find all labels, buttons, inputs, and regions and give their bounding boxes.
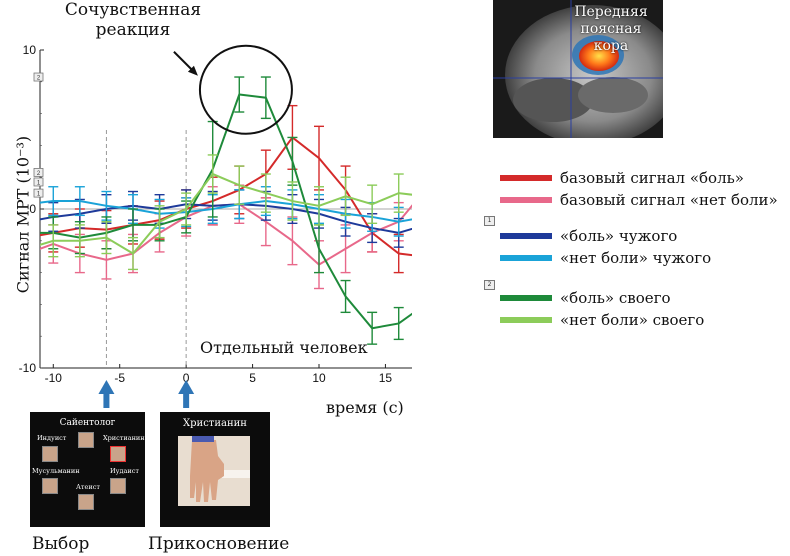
event-arrow-shaft	[183, 392, 190, 408]
series-group	[40, 76, 412, 345]
legend-item: «нет боли» своего	[496, 310, 786, 330]
hand-tile	[42, 478, 58, 494]
x-tick-label: 10	[312, 371, 326, 385]
hand-graphic	[178, 436, 250, 506]
legend-label: «нет боли» своего	[560, 311, 705, 329]
legend-swatch	[500, 197, 552, 203]
axis-marker-label: 1	[37, 192, 41, 198]
chart-title: Сочувственная реакция	[64, 0, 202, 40]
tile-label: Атеист	[76, 483, 100, 491]
x-axis-label: время (с)	[326, 398, 404, 417]
y-tick-label: 10	[23, 43, 37, 57]
brain-scan-image: Передняя поясная кора	[493, 0, 663, 138]
series-line	[40, 172, 412, 255]
series-group	[40, 154, 412, 271]
brain-region-label: Передняя поясная кора	[574, 4, 648, 54]
touch-caption: Прикосновение	[148, 534, 290, 554]
legend-swatch	[500, 233, 552, 239]
series-line	[40, 93, 412, 330]
axis-marker-box	[33, 177, 44, 187]
hand-photo	[178, 436, 250, 506]
x-tick-label: 15	[379, 371, 393, 385]
event-arrow-head	[178, 380, 195, 394]
legend-item: «боль» своего	[496, 288, 786, 308]
legend-item: «нет боли» чужого	[496, 248, 786, 268]
series-line	[40, 136, 412, 257]
legend-item: «боль» чужого	[496, 226, 786, 246]
selection-screen: Сайентолог Индуист Христианин Мусульмани…	[30, 412, 145, 527]
axis-marker-box	[33, 168, 44, 177]
arrow-head	[187, 65, 198, 76]
axis-marker-box	[33, 188, 44, 198]
legend-swatch	[500, 175, 552, 181]
legend-marker-1: 1	[484, 216, 495, 226]
x-tick-label: 5	[249, 371, 256, 385]
selection-caption: Выбор	[32, 534, 90, 554]
series-line	[40, 203, 412, 234]
x-tick-label: -10	[45, 371, 63, 385]
tile-label: Христианин	[103, 434, 145, 442]
tile-label: Индуист	[37, 434, 67, 442]
tile-label: Мусульманин	[32, 467, 80, 475]
legend-swatch	[500, 317, 552, 323]
y-tick-label: 0	[29, 202, 36, 216]
legend-label: «боль» чужого	[560, 227, 678, 245]
series-line	[40, 200, 412, 223]
legend-swatch	[500, 295, 552, 301]
event-arrow-shaft	[103, 392, 110, 408]
legend-item: базовый сигнал «боль»	[496, 168, 786, 188]
touch-header: Христианин	[183, 418, 247, 429]
legend-label: базовый сигнал «нет боли»	[560, 191, 778, 209]
legend-label: «боль» своего	[560, 289, 671, 307]
touch-screen: Христианин	[160, 412, 270, 527]
highlight-circle	[198, 44, 293, 135]
hand-tile	[78, 494, 94, 510]
brain-scan-graphic	[493, 0, 663, 138]
hand-tile	[42, 446, 58, 462]
arrow-shaft	[173, 51, 195, 73]
axis-marker-label: 2	[37, 76, 41, 82]
hand-tile	[110, 478, 126, 494]
hand-tile-selected	[110, 446, 126, 462]
legend-label: «нет боли» чужого	[560, 249, 712, 267]
legend-label: базовый сигнал «боль»	[560, 169, 744, 187]
annotation-individual: Отдельный человек	[200, 338, 368, 357]
axis-marker-label: 2	[37, 171, 41, 177]
event-arrow-head	[98, 380, 115, 394]
axis-marker-label: 1	[37, 180, 41, 186]
legend-marker-2: 2	[484, 280, 495, 290]
series-group	[40, 189, 412, 248]
y-tick-label: -10	[19, 361, 37, 375]
legend-item: базовый сигнал «нет боли»	[496, 190, 786, 210]
x-tick-label: 0	[183, 371, 190, 385]
legend-swatch	[500, 255, 552, 261]
axis-marker-box	[33, 72, 44, 82]
selection-header: Сайентолог	[59, 418, 116, 428]
tile-label: Иудаист	[110, 467, 139, 475]
hand-tile	[78, 432, 94, 448]
x-tick-label: -5	[114, 371, 125, 385]
